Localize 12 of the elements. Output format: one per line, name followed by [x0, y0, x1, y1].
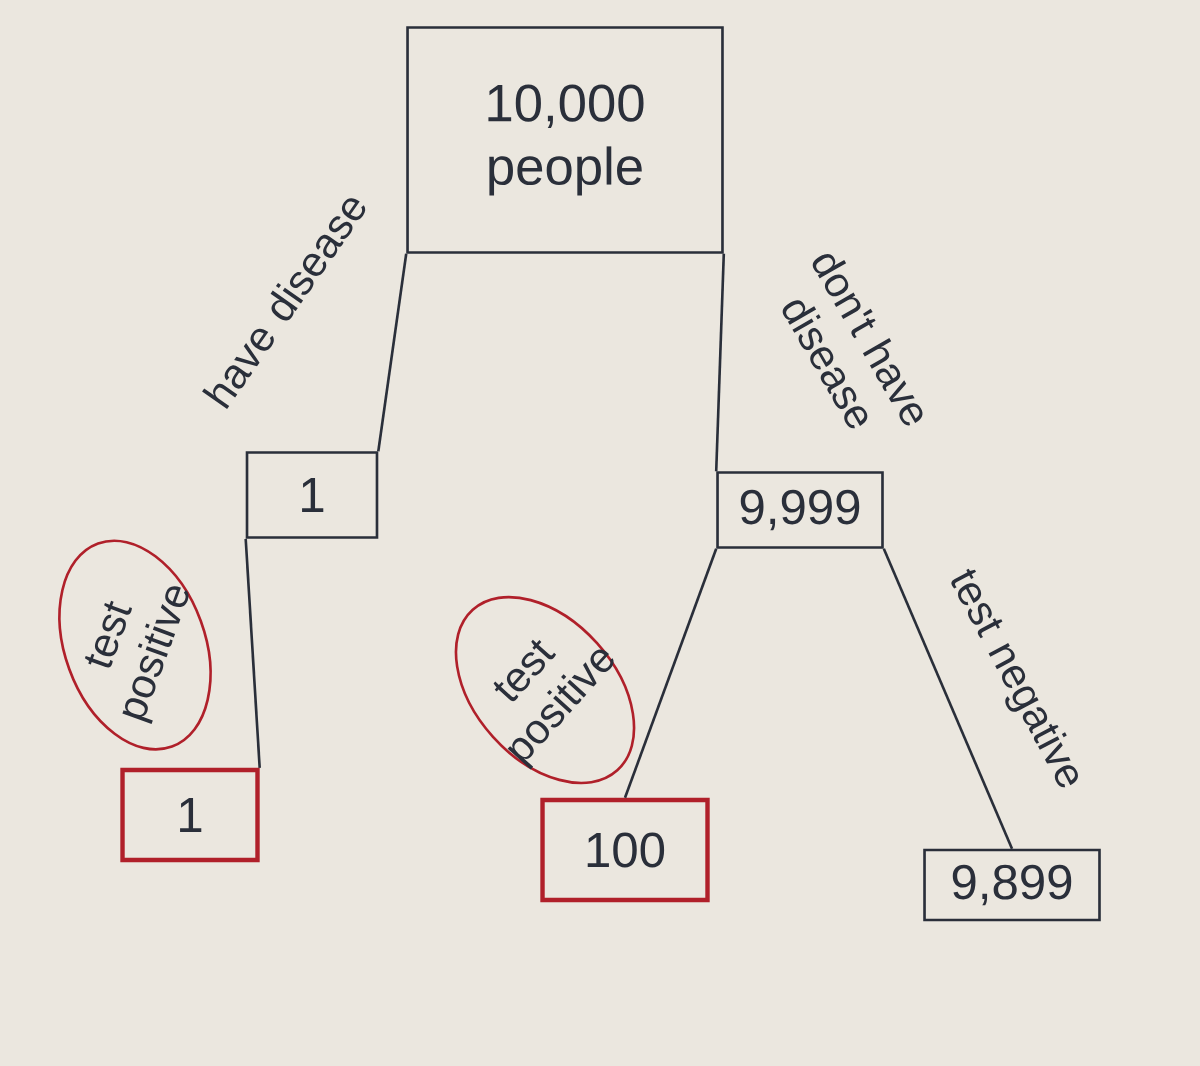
- count-box: 100: [540, 797, 710, 903]
- branch-line: [714, 253, 726, 472]
- edge-label: test positive: [84, 586, 189, 725]
- branch-line: [377, 253, 408, 452]
- count-box: 9,899: [923, 848, 1101, 922]
- count-box: 9,999: [716, 471, 884, 549]
- count-box: 1: [245, 451, 379, 539]
- count-box: 10,000 people: [406, 26, 724, 254]
- branch-line: [623, 548, 718, 799]
- branch-line: [882, 548, 1014, 850]
- branch-line: [244, 538, 261, 768]
- count-box: 1: [120, 767, 260, 863]
